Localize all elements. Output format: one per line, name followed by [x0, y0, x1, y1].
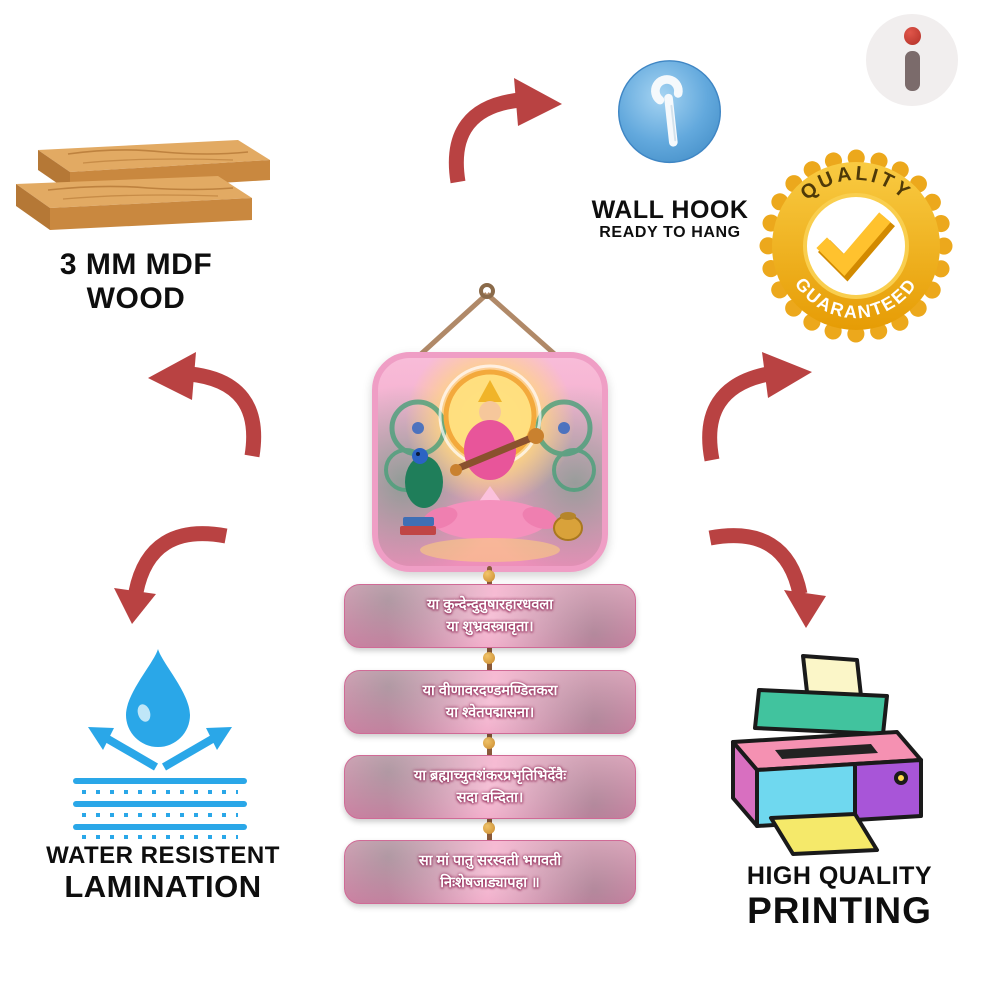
slat2-line1: या वीणावरदण्डमण्डितकरा: [422, 683, 558, 700]
shloka-slat-3: या ब्रह्माच्युतशंकरप्रभृतिभिर्देवैः सदा …: [344, 755, 636, 819]
wall-hook-label: WALL HOOK READY TO HANG: [570, 196, 770, 242]
logo-i-stem: [905, 51, 920, 91]
slat3-line2: सदा वन्दिता।: [456, 789, 524, 806]
curved-arrow-icon-to-badge: [702, 352, 812, 462]
saraswati-artwork: [384, 364, 596, 562]
curved-arrow-icon-to-lamination: [114, 526, 228, 624]
slat3-line1: या ब्रह्माच्युतशंकरप्रभृतिभिर्देवैः: [413, 768, 567, 785]
quality-seal-icon: QUALITY GUARANTEED: [759, 149, 953, 343]
curved-arrow-icon-to-mdf: [148, 352, 262, 458]
wall-hook-icon: [617, 60, 722, 164]
water-resistant-icon: [73, 649, 247, 839]
main-board: [372, 352, 608, 572]
curved-arrow-icon-to-hook: [448, 78, 562, 184]
rope-bead: [483, 652, 495, 664]
wall-hook-subtitle: READY TO HANG: [599, 224, 741, 241]
rope-bead: [483, 737, 495, 749]
shloka-slat-1: या कुन्देन्दुतुषारहारधवला या शुभ्रवस्त्र…: [344, 584, 636, 648]
wood-planks-icon: [16, 140, 270, 230]
curved-arrow-icon-to-printing: [708, 528, 826, 628]
lamination-line1: WATER RESISTENT: [46, 842, 280, 869]
lamination-line2: LAMINATION: [64, 868, 262, 904]
slat4-line1: सा मां पातु सरस्वती भगवती: [418, 853, 562, 870]
lamination-label: WATER RESISTENT LAMINATION: [18, 842, 308, 905]
brand-logo: [866, 14, 958, 106]
rope-bead: [483, 570, 495, 582]
printing-line2: PRINTING: [747, 890, 932, 931]
printer-icon: [731, 654, 923, 856]
bounce-arrows-icon: [88, 727, 232, 771]
base-glow: [420, 538, 560, 562]
lamination-layers-icon: [73, 778, 247, 839]
printing-label: HIGH QUALITY PRINTING: [712, 862, 967, 931]
slat1-line2: या शुभ्रवस्त्रावृता।: [446, 618, 534, 635]
wall-hook-title: WALL HOOK: [591, 196, 749, 224]
goddess-figure: [450, 380, 544, 480]
shloka-slat-4: सा मां पातु सरस्वती भगवती निःशेषजाड्यापह…: [344, 840, 636, 904]
books-and-pot: [400, 512, 583, 541]
water-drop-icon: [126, 649, 190, 747]
peacock: [405, 448, 443, 508]
printing-line1: HIGH QUALITY: [746, 862, 933, 890]
mdf-line1: 3 MM MDF: [59, 248, 213, 281]
lotus: [422, 486, 558, 540]
mdf-wood-label: 3 MM MDF WOOD: [0, 248, 272, 315]
slat2-line2: या श्वेतपद्मासना।: [445, 704, 535, 721]
logo-i-dot: [904, 27, 921, 45]
slat4-line2: निःशेषजाड्यापहा ॥: [440, 874, 540, 891]
checkmark-icon: [816, 212, 891, 277]
shloka-slat-2: या वीणावरदण्डमण्डितकरा या श्वेतपद्मासना।: [344, 670, 636, 734]
slat1-line1: या कुन्देन्दुतुषारहारधवला: [427, 597, 553, 614]
mdf-line2: WOOD: [86, 281, 186, 315]
rope-bead: [483, 822, 495, 834]
